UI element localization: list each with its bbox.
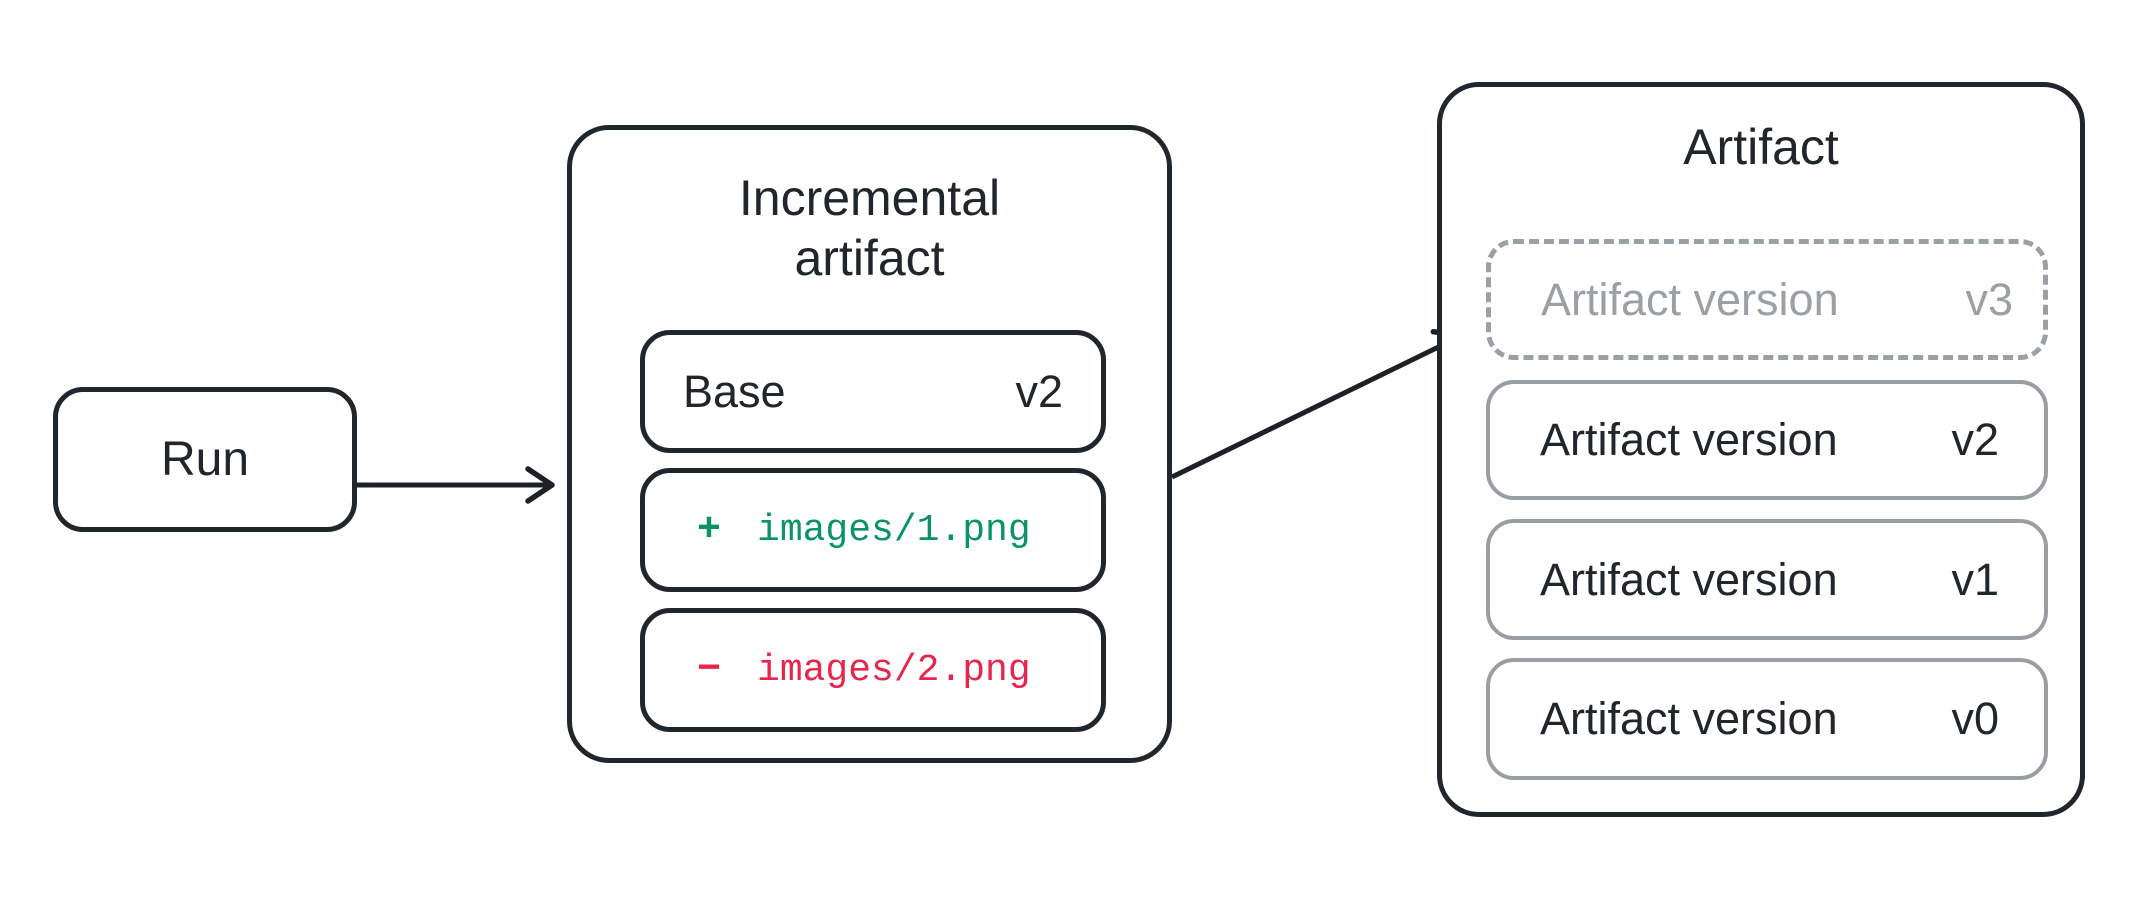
added-file-chip: + images/1.png [640, 468, 1106, 592]
artifact-version-pending-chip: Artifact version v3 [1486, 239, 2048, 360]
artifact-version-value: v1 [1951, 553, 1999, 605]
artifact-version-label: Artifact version [1540, 553, 1838, 605]
artifact-version-chip: Artifact version v2 [1486, 380, 2048, 500]
artifact-node: Artifact Artifact version v3 Artifact ve… [1437, 82, 2085, 817]
artifact-title: Artifact [1683, 119, 1839, 175]
base-version-value: v2 [1015, 365, 1063, 417]
artifact-version-value: v0 [1951, 693, 1999, 744]
removed-file-path: images/2.png [757, 648, 1031, 692]
run-label: Run [160, 433, 250, 486]
incremental-artifact-title: Incremental artifact [738, 170, 1001, 286]
incremental-artifact-node: Incremental artifact Base v2 + images/1.… [567, 125, 1172, 763]
arrow-incremental-to-artifact-v3 [1170, 328, 1465, 480]
artifact-version-chip: Artifact version v0 [1486, 658, 2048, 780]
removed-file-chip: − images/2.png [640, 608, 1106, 732]
minus-icon: − [697, 647, 722, 693]
artifact-version-chip: Artifact version v1 [1486, 519, 2048, 640]
run-node: Run [53, 387, 357, 532]
plus-icon: + [697, 507, 722, 553]
base-label: Base [683, 365, 786, 417]
artifact-version-pending-value: v3 [1965, 273, 2013, 325]
added-file-path: images/1.png [757, 508, 1031, 552]
base-version-chip: Base v2 [640, 330, 1106, 453]
artifact-version-label: Artifact version [1540, 693, 1838, 744]
artifact-version-value: v2 [1951, 414, 1999, 465]
artifact-version-pending-label: Artifact version [1541, 273, 1839, 325]
artifact-version-label: Artifact version [1540, 414, 1838, 465]
